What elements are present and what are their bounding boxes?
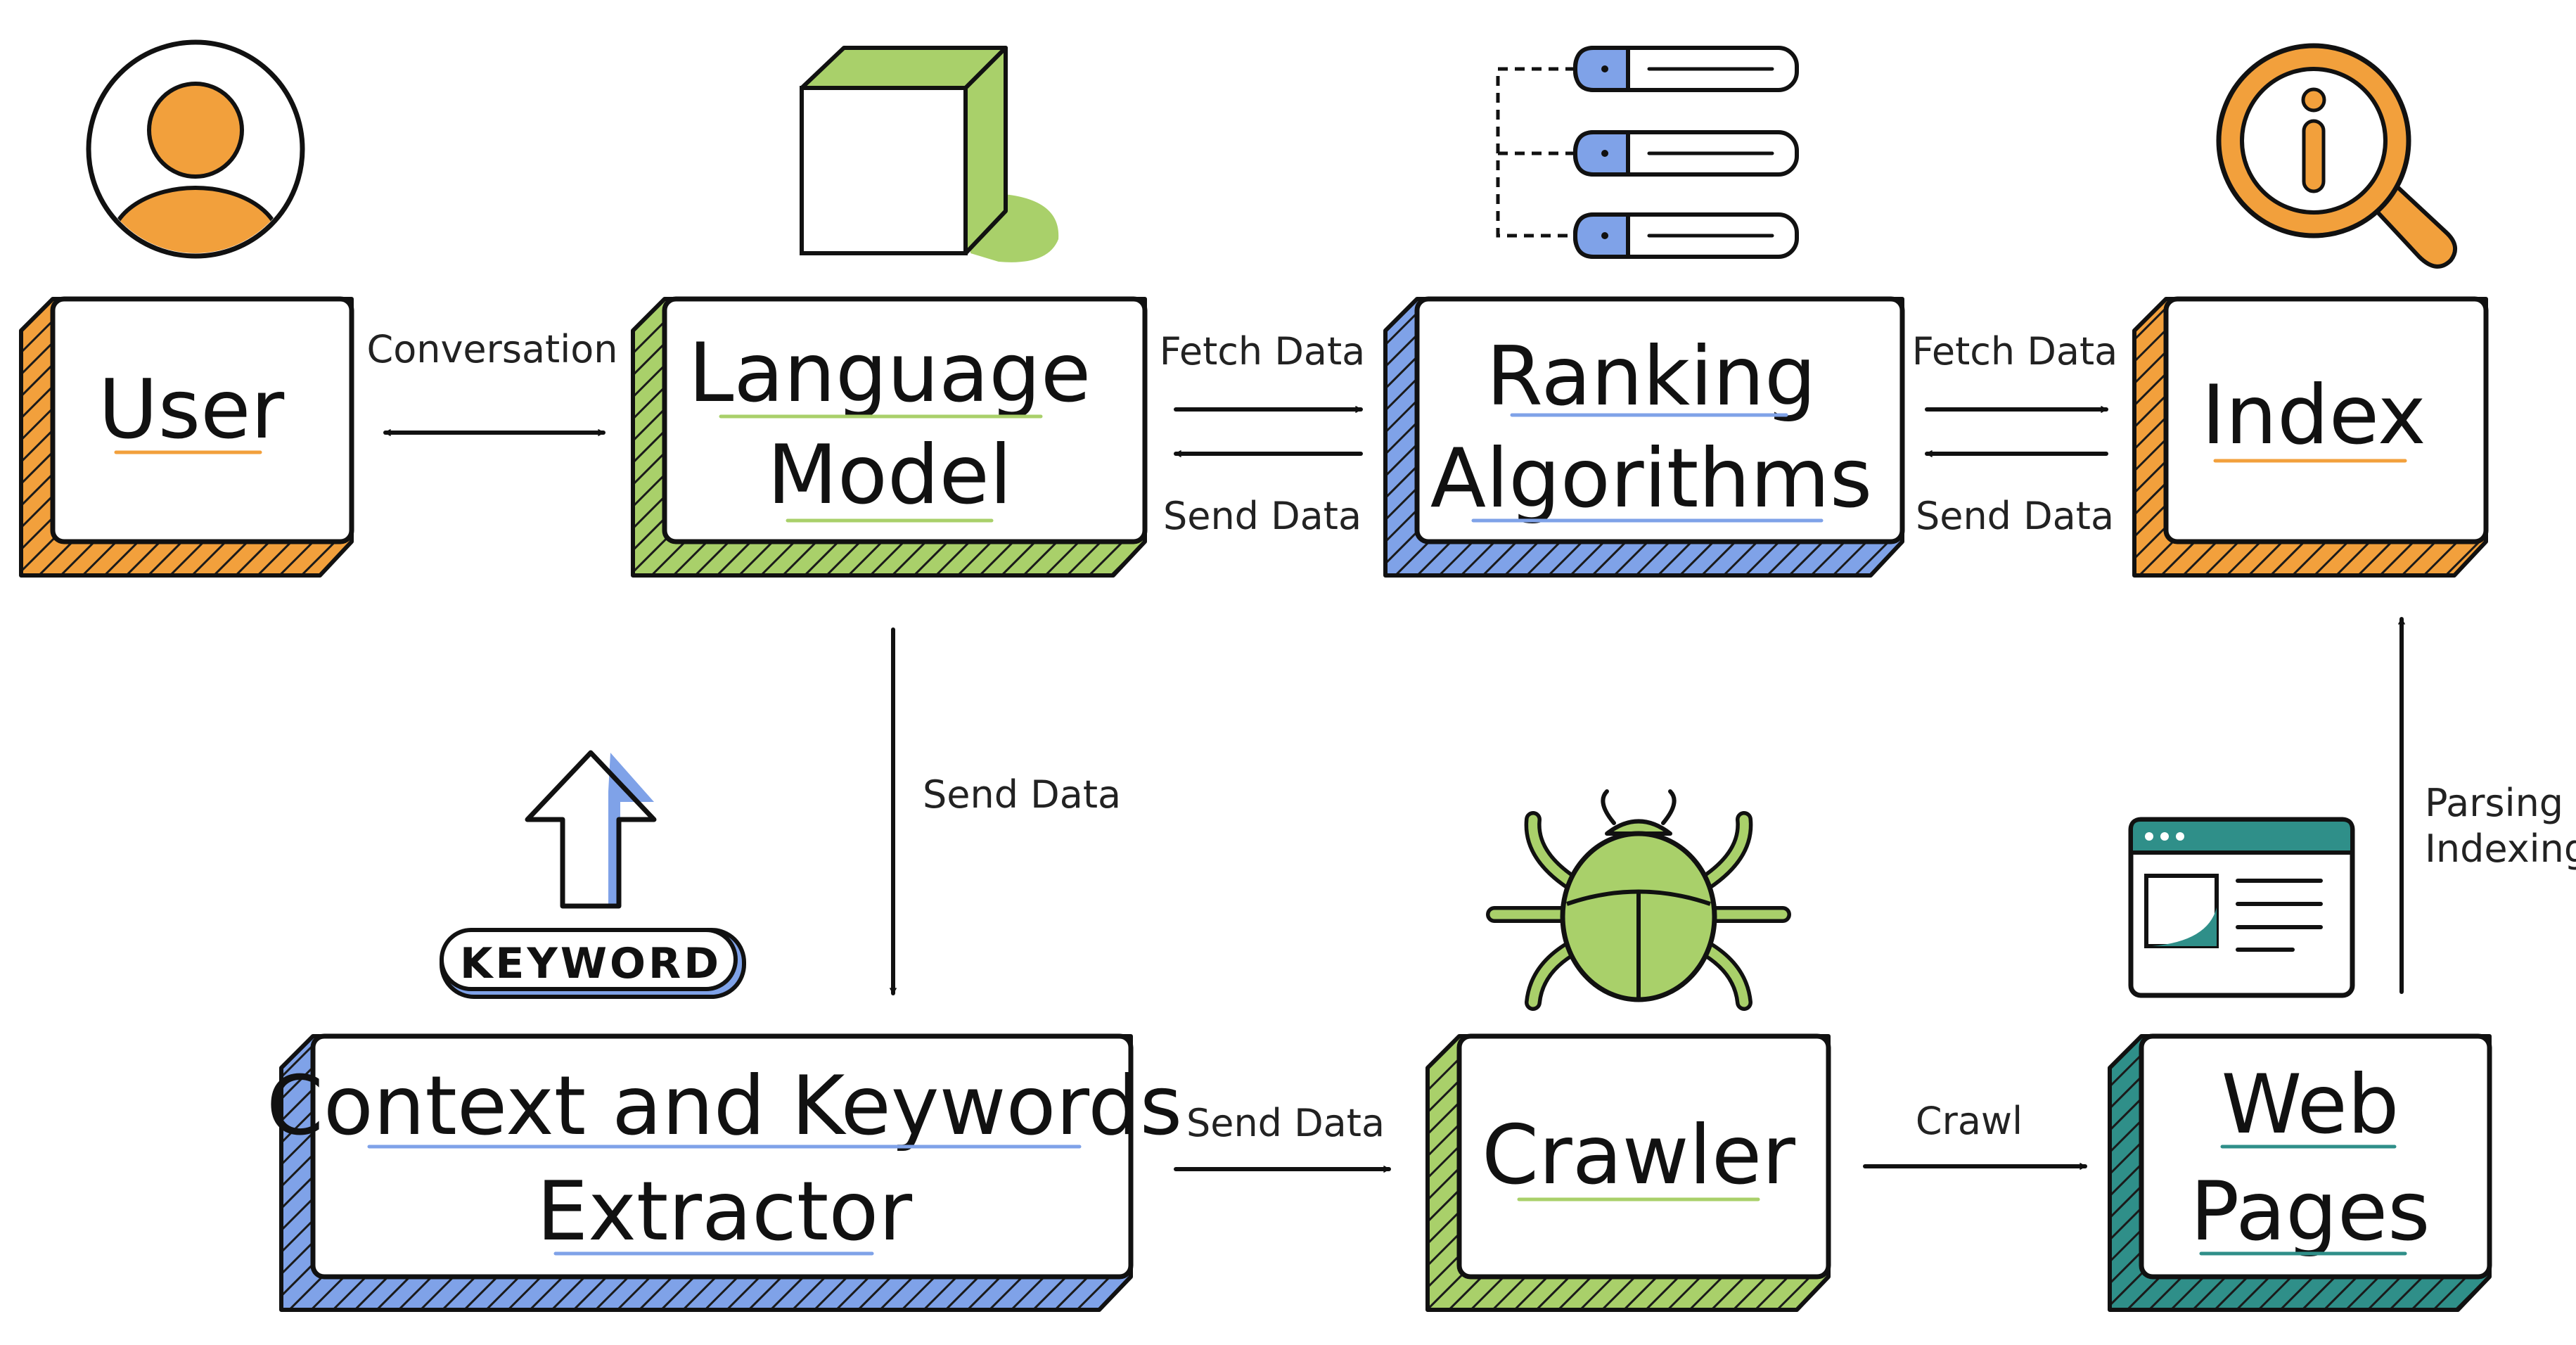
- node-crawler: Crawler: [1425, 1033, 1831, 1312]
- node-language-model-line2: Model: [767, 428, 1012, 523]
- node-language-model-line1: Language: [688, 326, 1091, 421]
- edge-lm-to-extractor-label: Send Data: [923, 772, 1121, 817]
- node-user-label: User: [98, 362, 285, 457]
- node-crawler-label: Crawler: [1482, 1108, 1795, 1203]
- node-web-pages-line2: Pages: [2190, 1164, 2430, 1259]
- bug-icon: [1486, 789, 1791, 1011]
- edge-parsing-label-line2: Indexing: [2425, 827, 2576, 871]
- person-avatar-icon: [86, 39, 305, 259]
- node-ranking-line1: Ranking: [1486, 329, 1816, 424]
- edge-lm-send-label: Send Data: [1163, 494, 1361, 538]
- node-extractor-line1: Context and Keywords: [267, 1059, 1182, 1154]
- node-index: Index: [2132, 296, 2489, 578]
- edge-parsing-label-line1: Parsing &: [2425, 781, 2576, 825]
- list-stack-icon: [1496, 46, 1799, 259]
- node-web-pages: Web Pages: [2108, 1033, 2492, 1312]
- node-language-model: Language Model: [631, 296, 1148, 578]
- keyword-tag-icon: KEYWORD: [440, 750, 746, 999]
- magnifier-info-icon: [2216, 43, 2458, 269]
- edge-rank-send-label: Send Data: [1916, 494, 2114, 538]
- browser-window-icon: [2128, 817, 2355, 998]
- edge-crawl-label: Crawl: [1916, 1099, 2023, 1143]
- node-ranking-line2: Algorithms: [1430, 431, 1873, 526]
- node-ranking-algorithms: Ranking Algorithms: [1383, 296, 1905, 578]
- edge-rank-fetch-label: Fetch Data: [1912, 329, 2118, 374]
- edge-conversation-label: Conversation: [366, 327, 617, 371]
- edge-extractor-to-crawler-label: Send Data: [1186, 1101, 1385, 1145]
- node-extractor-line2: Extractor: [537, 1164, 912, 1259]
- cube-icon: [800, 46, 1059, 262]
- node-user: User: [19, 296, 354, 578]
- keyword-tag-label: KEYWORD: [460, 939, 722, 988]
- node-web-pages-line1: Web: [2222, 1057, 2399, 1152]
- edge-lm-fetch-label: Fetch Data: [1160, 329, 1366, 374]
- node-extractor: Context and Keywords Extractor: [267, 1033, 1182, 1312]
- node-index-label: Index: [2201, 368, 2426, 463]
